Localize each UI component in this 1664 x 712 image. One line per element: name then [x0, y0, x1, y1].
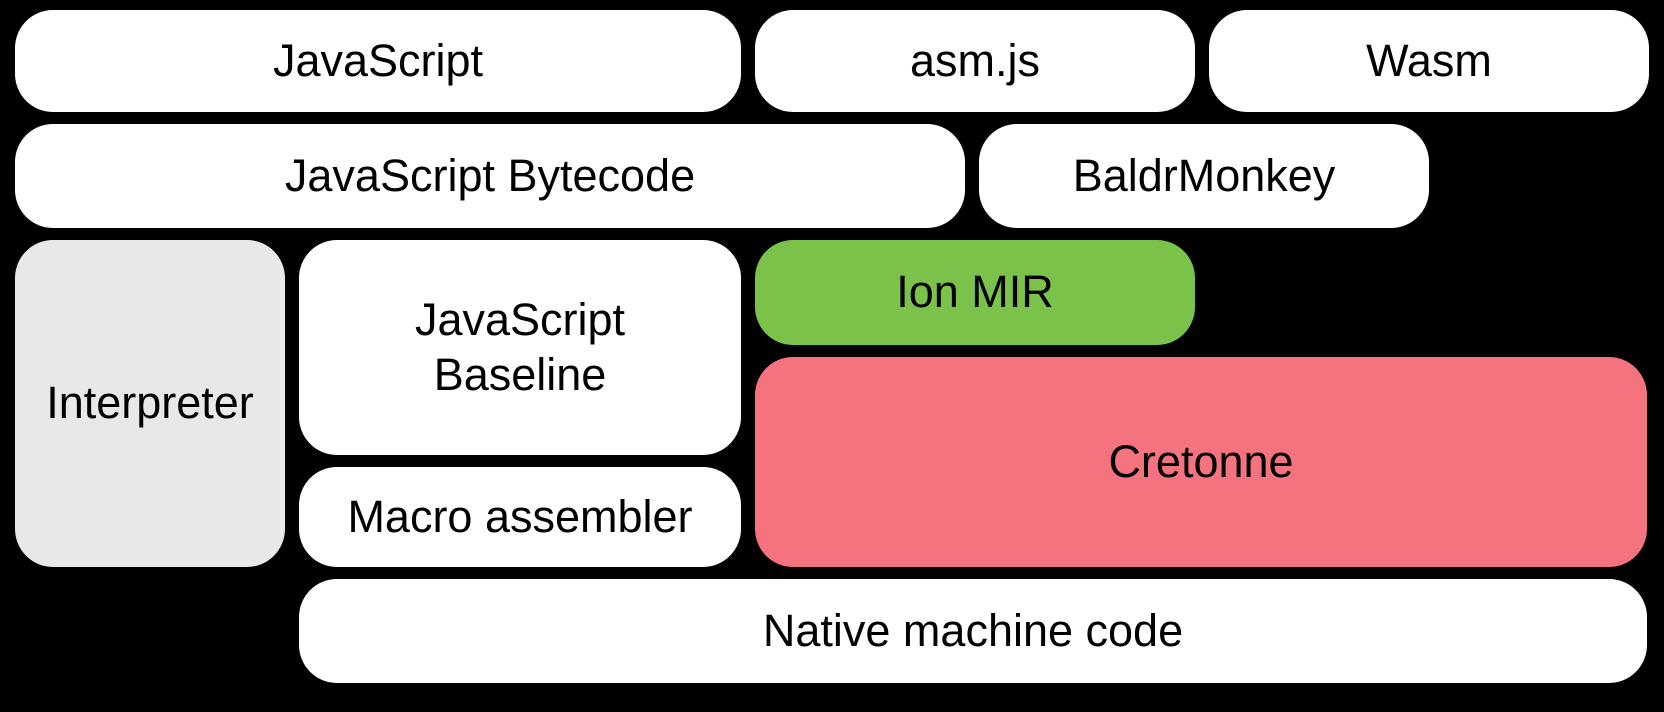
box-asmjs: asm.js [755, 10, 1195, 112]
box-interpreter: Interpreter [15, 240, 285, 567]
box-javascript-bytecode: JavaScript Bytecode [15, 124, 965, 228]
box-baldrmonkey: BaldrMonkey [979, 124, 1429, 228]
box-cretonne: Cretonne [755, 357, 1647, 567]
box-ion-mir: Ion MIR [755, 240, 1195, 345]
box-javascript: JavaScript [15, 10, 741, 112]
box-native-machine-code: Native machine code [299, 579, 1647, 683]
box-wasm: Wasm [1209, 10, 1649, 112]
box-javascript-baseline: JavaScript Baseline [299, 240, 741, 455]
box-macro-assembler: Macro assembler [299, 467, 741, 567]
